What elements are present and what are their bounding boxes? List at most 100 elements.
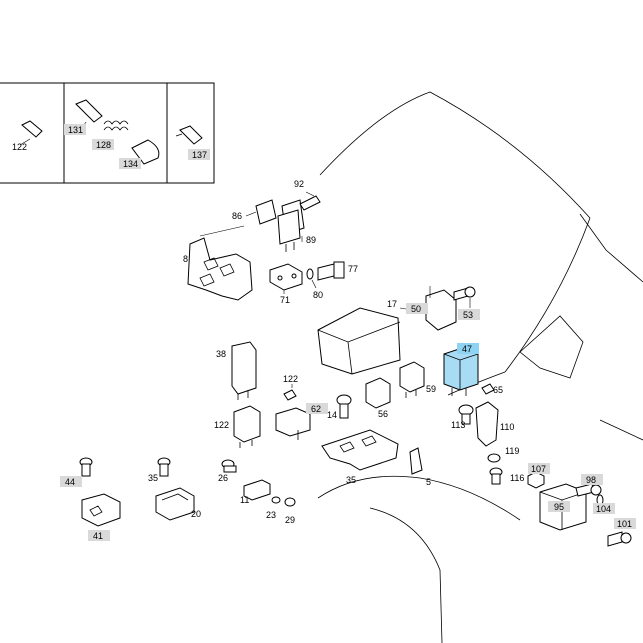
relay-86-drawing [245, 199, 277, 225]
label-5[interactable]: 35 [346, 475, 356, 485]
screw-26-drawing [221, 459, 237, 473]
bracket-71-drawing [269, 263, 303, 294]
cover-38-drawing [231, 341, 257, 400]
callout-53[interactable]: 53 [463, 310, 473, 320]
callout-62[interactable]: 62 [311, 404, 321, 414]
spring-128-drawing [103, 120, 129, 131]
callout-53-box[interactable] [458, 309, 480, 320]
fuse-box-cover-drawing [317, 307, 401, 375]
bulb-137-drawing [175, 125, 203, 145]
label-14[interactable]: 14 [327, 410, 337, 420]
relay-59-drawing [399, 361, 425, 398]
washer-32-drawing [284, 497, 296, 507]
screw-53-drawing [453, 286, 476, 308]
callout-41-box[interactable] [88, 530, 110, 541]
callout-104-box[interactable] [593, 503, 615, 514]
callout-107[interactable]: 107 [531, 464, 546, 474]
cap-134-drawing [131, 139, 160, 165]
inset-frame [0, 82, 215, 184]
label-32[interactable]: 29 [285, 515, 295, 525]
screw-101-drawing [607, 531, 632, 547]
callout-44[interactable]: 44 [65, 477, 75, 487]
inset-callout-134-box[interactable] [119, 158, 141, 169]
clip-11-drawing [409, 447, 423, 475]
bracket-20-drawing [243, 479, 271, 501]
screw-116-drawing [489, 467, 503, 485]
inset-callout-134[interactable]: 134 [123, 159, 138, 169]
label-77[interactable]: 77 [348, 264, 358, 274]
label-29[interactable]: 23 [266, 510, 276, 520]
washer-29-drawing [271, 496, 281, 504]
bulb-122-center-drawing [283, 384, 297, 401]
screw-77-drawing [317, 261, 345, 281]
label-8[interactable]: 8 [183, 254, 188, 264]
screw-98-drawing [575, 483, 602, 497]
bulb-122-drawing [19, 120, 43, 146]
inset-panel: 122 131 128 134 137 [0, 82, 215, 184]
bulb-122-right-drawing [481, 383, 495, 395]
screw-113-drawing [458, 404, 474, 425]
label-35[interactable]: 35 [148, 473, 158, 483]
nut-107-drawing [527, 471, 545, 489]
label-113[interactable]: 113 [451, 420, 465, 430]
washer-119-drawing [487, 453, 501, 463]
label-71[interactable]: 71 [280, 295, 290, 305]
callout-98-box[interactable] [581, 474, 603, 485]
label-20[interactable]: 11 [240, 495, 249, 505]
label-80[interactable]: 80 [313, 290, 323, 300]
relay-89-drawing [277, 191, 321, 252]
label-23[interactable]: 20 [191, 509, 201, 519]
label-17[interactable]: 17 [387, 299, 397, 309]
callout-101[interactable]: 101 [617, 519, 632, 529]
callout-44-box[interactable] [60, 476, 82, 487]
label-116[interactable]: 116 [510, 473, 524, 483]
inset-callout-128[interactable]: 128 [96, 140, 111, 150]
bracket-8-drawing [187, 225, 253, 301]
relay-47-drawing[interactable] [443, 347, 479, 396]
label-89[interactable]: 89 [306, 235, 316, 245]
bracket-5-drawing [321, 429, 399, 471]
label-65[interactable]: 122 [214, 420, 229, 430]
inset-callout-128-box[interactable] [92, 139, 114, 150]
callout-50-box[interactable] [406, 303, 428, 314]
screw-44-drawing [79, 457, 93, 477]
inset-callout-137-box[interactable] [188, 149, 210, 160]
connector-23-drawing [155, 487, 195, 521]
callout-62-box[interactable] [306, 403, 328, 414]
label-86[interactable]: 86 [232, 211, 242, 221]
inset-label-122[interactable]: 122 [12, 142, 27, 152]
label-122-center[interactable]: 122 [283, 374, 298, 384]
callout-50[interactable]: 50 [411, 304, 421, 314]
label-110[interactable]: 110 [500, 422, 514, 432]
callout-47[interactable]: 47 [462, 344, 472, 354]
relay-56-drawing [365, 377, 391, 409]
label-56[interactable]: 56 [378, 409, 388, 419]
relay-65-drawing [233, 405, 261, 448]
callout-98[interactable]: 98 [586, 475, 596, 485]
label-59[interactable]: 59 [426, 384, 436, 394]
label-38[interactable]: 38 [216, 349, 226, 359]
callout-104[interactable]: 104 [596, 504, 611, 514]
inset-callout-131-box[interactable] [64, 124, 86, 135]
bracket-110-drawing [475, 401, 499, 447]
label-92[interactable]: 92 [294, 179, 304, 189]
relay-17-drawing [399, 286, 457, 331]
washer-80-drawing [306, 268, 317, 289]
screw-35-drawing [157, 457, 171, 477]
callout-107-box[interactable] [528, 463, 550, 474]
socket-131-drawing [75, 99, 103, 129]
callout-101-box[interactable] [614, 518, 636, 529]
label-11[interactable]: 5 [426, 477, 431, 487]
bracket-41-drawing [81, 493, 121, 527]
label-119[interactable]: 119 [505, 446, 519, 456]
inset-callout-137[interactable]: 137 [192, 150, 207, 160]
callout-47-box[interactable] [457, 343, 479, 354]
screw-14-drawing [336, 394, 352, 419]
callout-95[interactable]: 95 [554, 502, 564, 512]
label-26[interactable]: 26 [218, 473, 228, 483]
callout-41[interactable]: 41 [93, 531, 103, 541]
label-122-right[interactable]: 65 [493, 385, 503, 395]
callout-95-box[interactable] [548, 501, 570, 512]
inset-callout-131[interactable]: 131 [68, 125, 83, 135]
